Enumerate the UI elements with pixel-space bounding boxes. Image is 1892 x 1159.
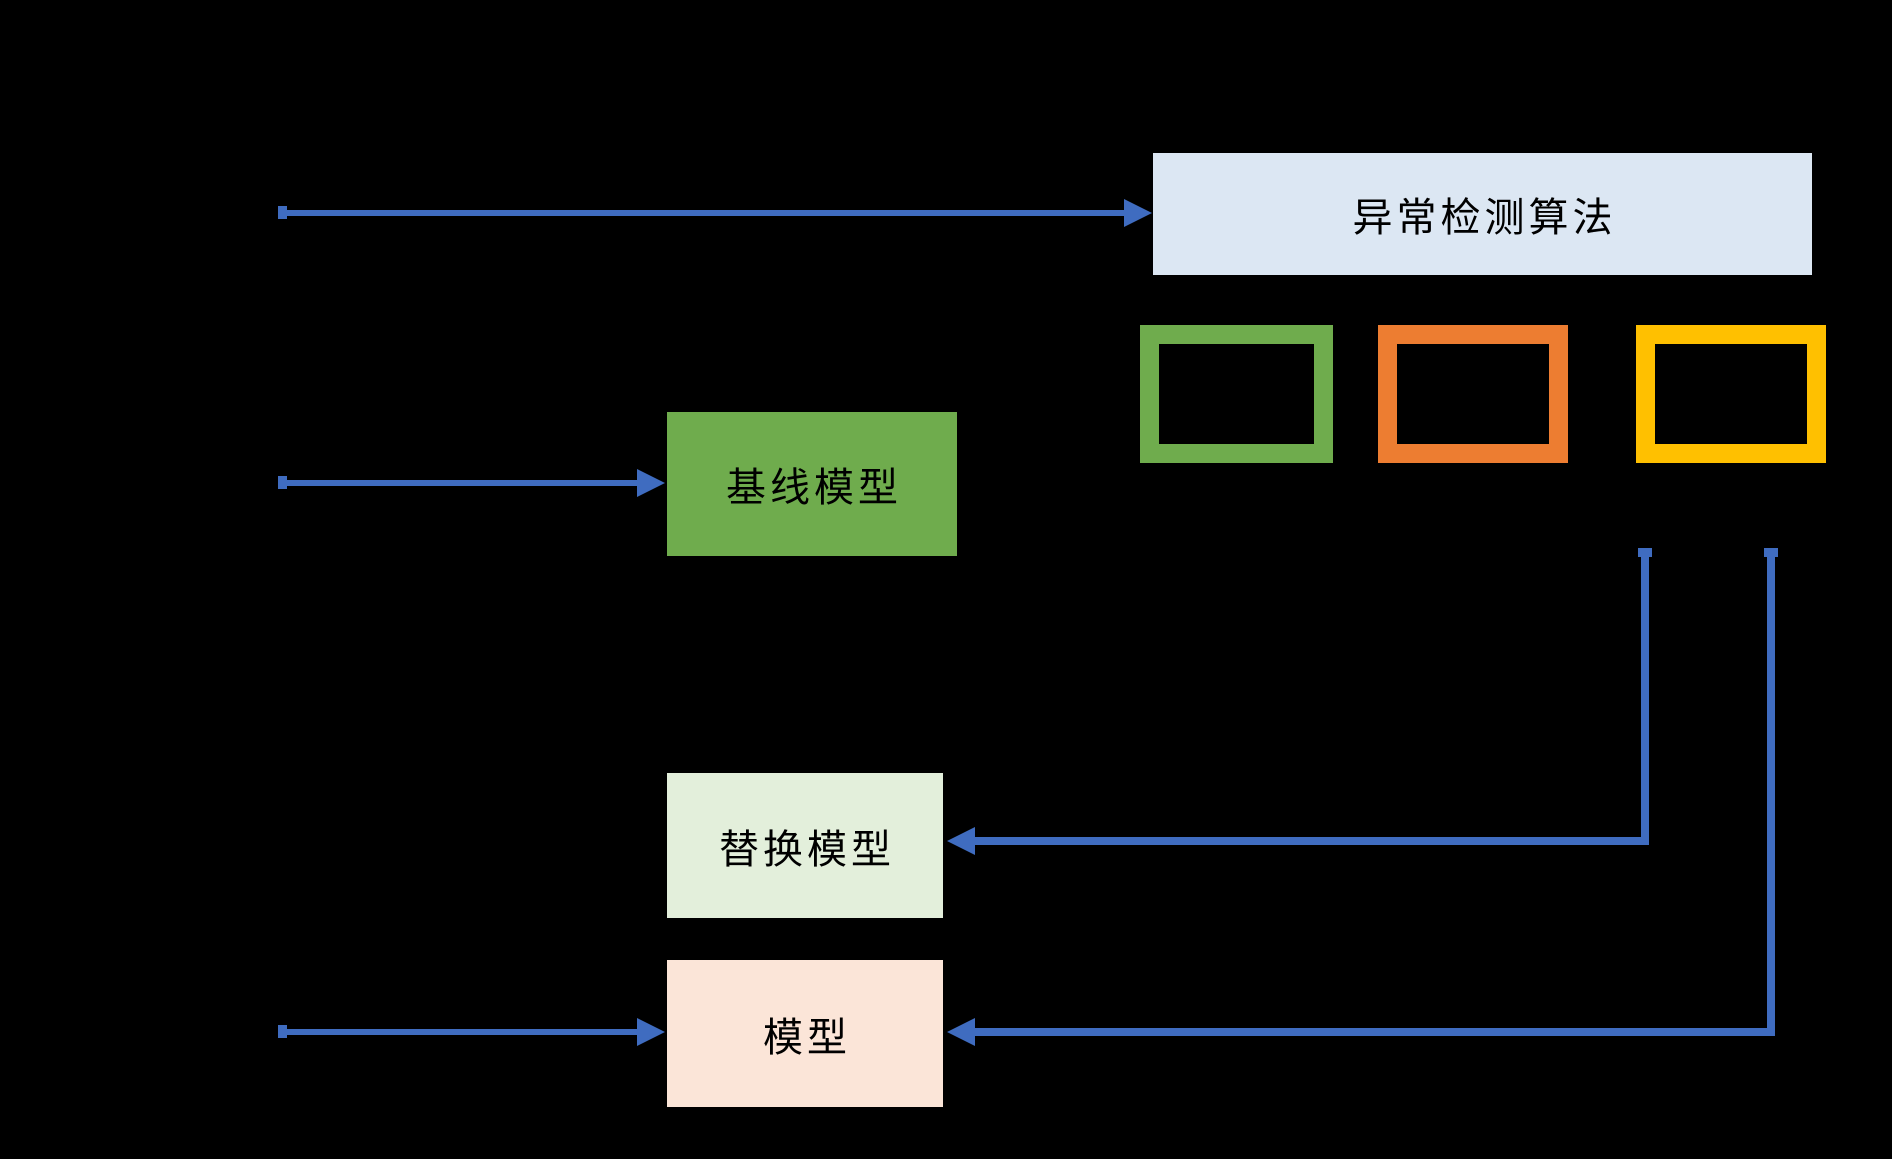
model-box: 模型 [667, 960, 943, 1107]
arrow-to-model-shaft [280, 1029, 637, 1035]
baseline-model-box: 基线模型 [667, 412, 957, 556]
arrow-to-algo-head [1124, 199, 1152, 227]
elbow-a-horizontal [975, 837, 1649, 845]
arrow-to-algo-shaft [280, 210, 1124, 216]
elbow-b-vertical [1767, 548, 1775, 1036]
arrow-to-model-head [637, 1018, 665, 1046]
green-frame [1140, 325, 1333, 463]
orange-frame [1378, 325, 1568, 463]
elbow-a-vertical [1641, 548, 1649, 845]
elbow-b-horizontal [975, 1028, 1775, 1036]
model-label: 模型 [763, 1014, 851, 1060]
replacement-model-box: 替换模型 [667, 773, 943, 918]
baseline-model-label: 基线模型 [726, 465, 902, 510]
yellow-frame [1636, 325, 1826, 463]
arrow-to-baseline-shaft [280, 480, 637, 486]
anomaly-detection-algorithm-label: 异常检测算法 [1352, 195, 1617, 240]
elbow-a-head [947, 827, 975, 855]
arrow-to-baseline-head [637, 469, 665, 497]
anomaly-detection-algorithm-box: 异常检测算法 [1153, 153, 1812, 275]
elbow-b-head [947, 1018, 975, 1046]
replacement-model-label: 替换模型 [719, 826, 895, 872]
